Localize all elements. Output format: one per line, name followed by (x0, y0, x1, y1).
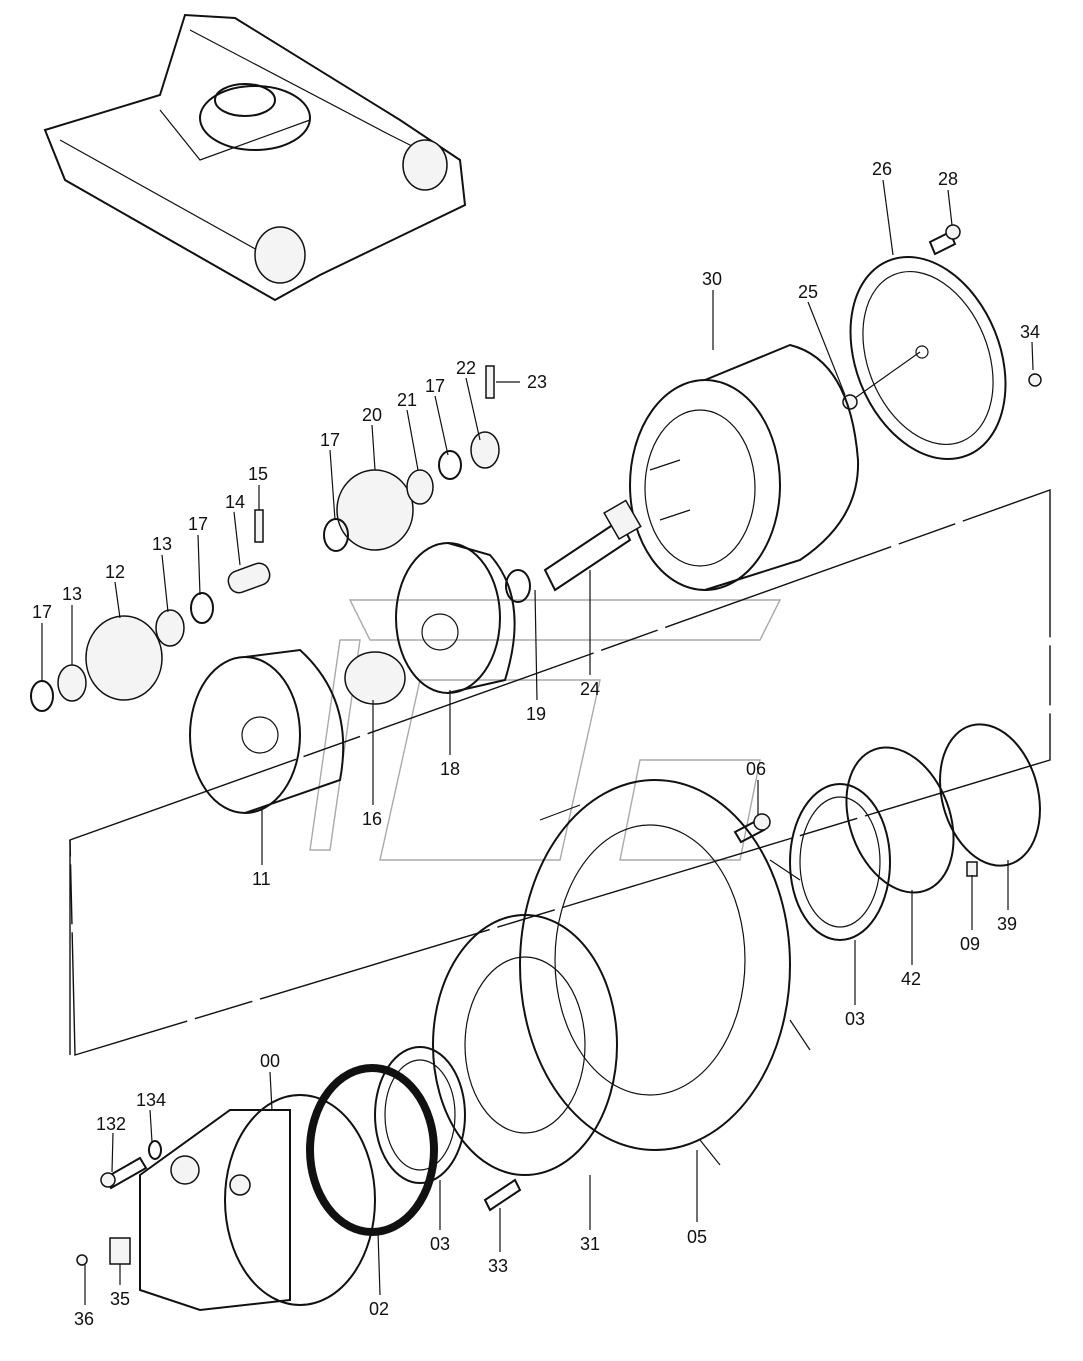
callout-35: 35 (110, 1289, 130, 1309)
callout-12: 12 (105, 562, 125, 582)
callout-06: 06 (746, 759, 766, 779)
watermark-logo (309, 599, 782, 861)
callout-09: 09 (960, 934, 980, 954)
callout-03-b: 03 (430, 1234, 450, 1254)
callout-36: 36 (74, 1309, 94, 1329)
bearing-13a (155, 609, 185, 647)
leader-lines (41, 179, 1034, 1305)
callout-05: 05 (687, 1227, 707, 1247)
callout-15: 15 (248, 464, 268, 484)
callout-13-b: 13 (62, 584, 82, 604)
callout-21: 21 (397, 390, 417, 410)
washer-17c (190, 592, 214, 624)
callout-00: 00 (260, 1051, 280, 1071)
callout-02: 02 (369, 1299, 389, 1319)
bolt-06 (733, 813, 771, 844)
bearing-03b (374, 1046, 466, 1184)
cover-26 (849, 255, 1007, 461)
travel-motor-00 (139, 1094, 376, 1312)
ring-gear-42 (845, 746, 955, 894)
hub-housing-30 (629, 343, 860, 591)
bearing-21 (406, 469, 434, 505)
washer-19 (505, 569, 531, 603)
callout-134: 134 (136, 1090, 166, 1110)
callout-17-a: 17 (425, 376, 445, 396)
pin-14 (227, 562, 271, 594)
callout-20: 20 (362, 405, 382, 425)
callout-18: 18 (440, 759, 460, 779)
hub-31 (432, 914, 618, 1176)
carrier-11 (189, 648, 345, 814)
pin-15 (254, 509, 264, 543)
callout-17-b: 17 (320, 430, 340, 450)
washer-17d (30, 680, 54, 712)
callout-24: 24 (580, 679, 600, 699)
flange-39 (939, 723, 1041, 867)
sun-gear-16 (344, 651, 406, 705)
callout-11: 11 (252, 869, 271, 889)
plug-25 (842, 351, 921, 410)
callout-23: 23 (527, 372, 547, 392)
pin-09 (966, 861, 978, 877)
callout-39: 39 (997, 914, 1017, 934)
callout-19: 19 (526, 704, 546, 724)
bolt-28 (928, 224, 961, 256)
plug-34 (1028, 373, 1042, 387)
seal-03a (789, 783, 891, 941)
callout-33: 33 (488, 1256, 508, 1276)
pin-23 (485, 365, 495, 399)
callout-14: 14 (225, 492, 245, 512)
washer-17a (323, 518, 349, 552)
callout-26: 26 (872, 159, 892, 179)
washer-134 (148, 1140, 162, 1160)
bearing-13b (57, 664, 87, 702)
washer-17b (438, 450, 462, 480)
callout-132: 132 (96, 1114, 126, 1134)
carrier-18 (395, 542, 516, 694)
sprocket-05 (519, 779, 811, 1166)
callout-30: 30 (702, 269, 722, 289)
plate-35 (109, 1237, 131, 1265)
screw-36 (76, 1254, 88, 1266)
bolt-132 (100, 1156, 148, 1190)
callout-16: 16 (362, 809, 382, 829)
callout-03-a: 03 (845, 1009, 865, 1029)
callout-22: 22 (456, 358, 476, 378)
callout-17-d: 17 (32, 602, 52, 622)
callout-labels: 26 28 30 25 34 22 23 21 17 20 17 15 14 1… (32, 159, 1040, 1329)
undercarriage-illustration (43, 13, 467, 302)
bolt-33 (483, 1178, 522, 1212)
seal-02 (306, 1064, 438, 1236)
callout-17-c: 17 (188, 514, 208, 534)
callout-28: 28 (938, 169, 958, 189)
assembly-frame (69, 489, 1051, 1056)
gear-12 (85, 615, 163, 701)
callout-13-a: 13 (152, 534, 172, 554)
callout-42: 42 (901, 969, 921, 989)
shaft-24 (543, 499, 642, 592)
callout-25: 25 (798, 282, 818, 302)
pin-holder-22 (470, 431, 500, 469)
callout-34: 34 (1020, 322, 1040, 342)
callout-31: 31 (580, 1234, 600, 1254)
